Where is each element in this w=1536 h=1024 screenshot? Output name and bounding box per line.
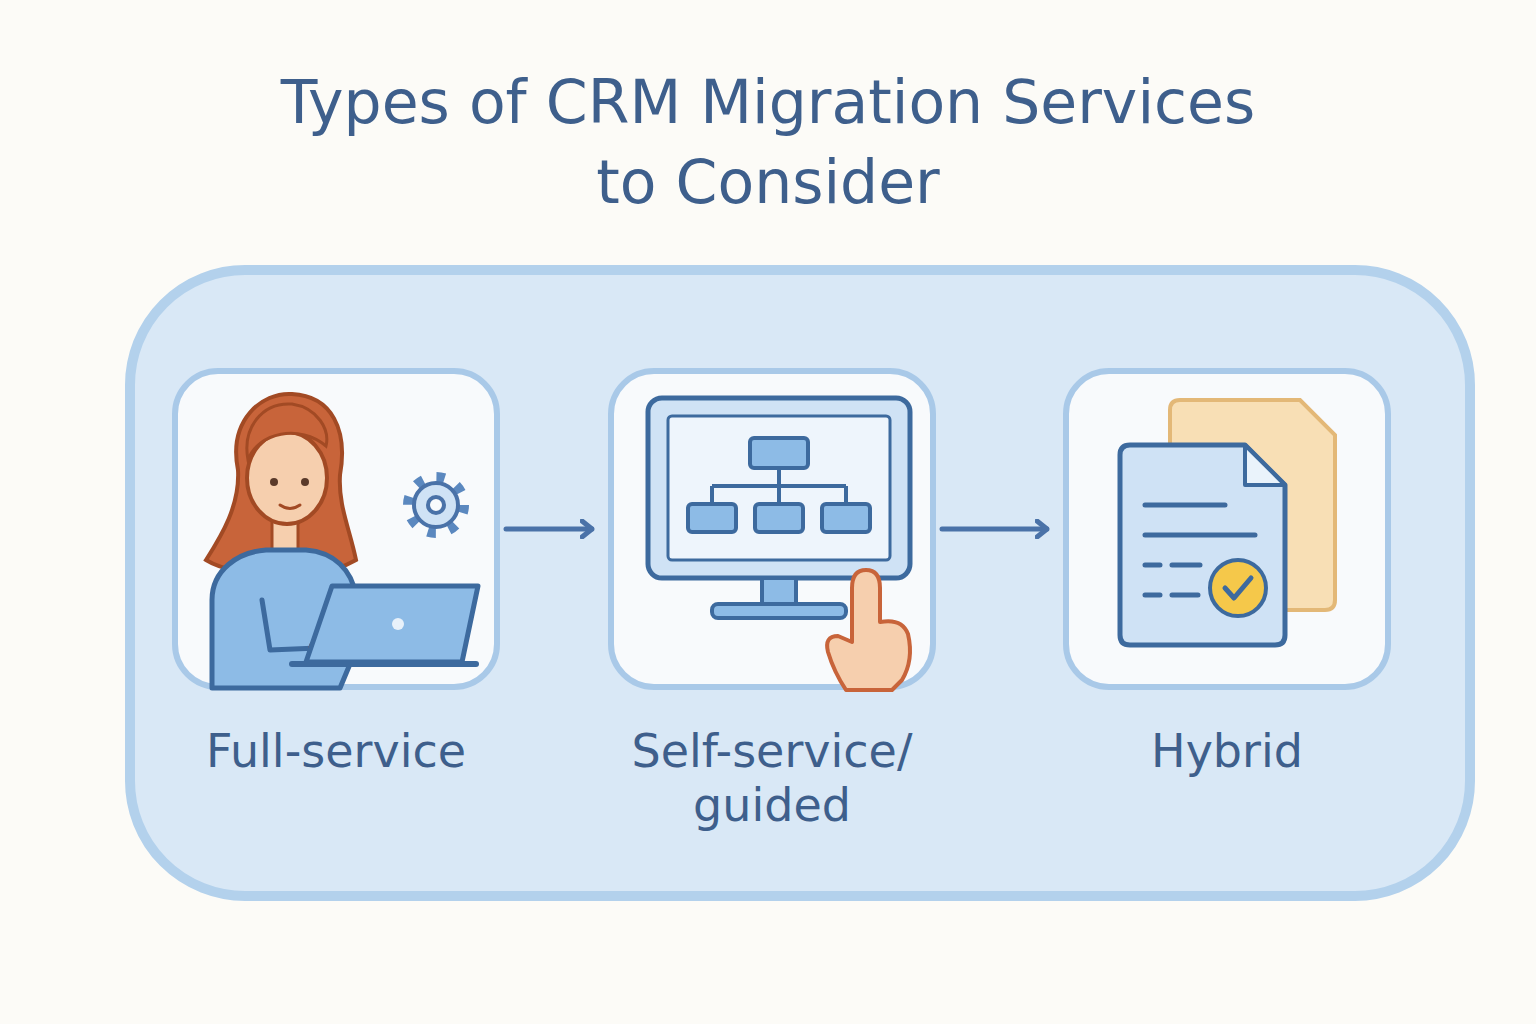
group-band [130, 270, 1470, 896]
monitor-frame [648, 398, 910, 578]
hand-shape [310, 639, 338, 657]
hair-shape [206, 394, 356, 573]
service-label: Hybrid [1017, 724, 1437, 778]
face-shape [247, 432, 327, 524]
check-mark [1225, 578, 1251, 598]
eye-dot [301, 478, 309, 486]
service-box: Full-service [172, 368, 500, 690]
gear-body [414, 483, 458, 527]
neck-shape [272, 520, 298, 556]
eye-dot [270, 478, 278, 486]
arm-line [262, 600, 318, 650]
documents-icon [1120, 400, 1335, 645]
org-chart-box [755, 504, 803, 532]
diagram-title: Types of CRM Migration Services to Consi… [268, 62, 1268, 222]
laptop-logo [392, 618, 404, 630]
laptop-screen [306, 586, 478, 662]
service-box: Hybrid [1063, 368, 1391, 690]
org-chart-box [688, 504, 736, 532]
person-icon [206, 394, 478, 688]
monitor-screen [668, 416, 890, 560]
document-lines [1145, 505, 1255, 595]
service-box: Self-service/ guided [608, 368, 936, 690]
gear-teeth [409, 478, 463, 532]
laptop-base [292, 661, 476, 667]
service-label: Self-service/ guided [562, 724, 982, 832]
back-document [1170, 400, 1335, 610]
gear-icon [409, 478, 463, 532]
org-chart-box [750, 438, 808, 468]
monitor-icon [648, 398, 910, 690]
pointing-hand [827, 570, 910, 690]
gear-hole [428, 497, 444, 513]
org-chart-lines [712, 468, 846, 504]
flow-arrow [506, 527, 592, 532]
org-chart-box [822, 504, 870, 532]
check-badge [1210, 560, 1266, 616]
document-fold [1245, 445, 1285, 485]
mouth-line [280, 505, 300, 509]
hair-fringe [247, 404, 327, 460]
monitor-base [712, 604, 846, 618]
front-document [1120, 445, 1285, 645]
sweater-shape [212, 550, 360, 688]
service-label: Full-service [126, 724, 546, 778]
flow-arrow [942, 527, 1047, 532]
monitor-stand [762, 578, 796, 606]
